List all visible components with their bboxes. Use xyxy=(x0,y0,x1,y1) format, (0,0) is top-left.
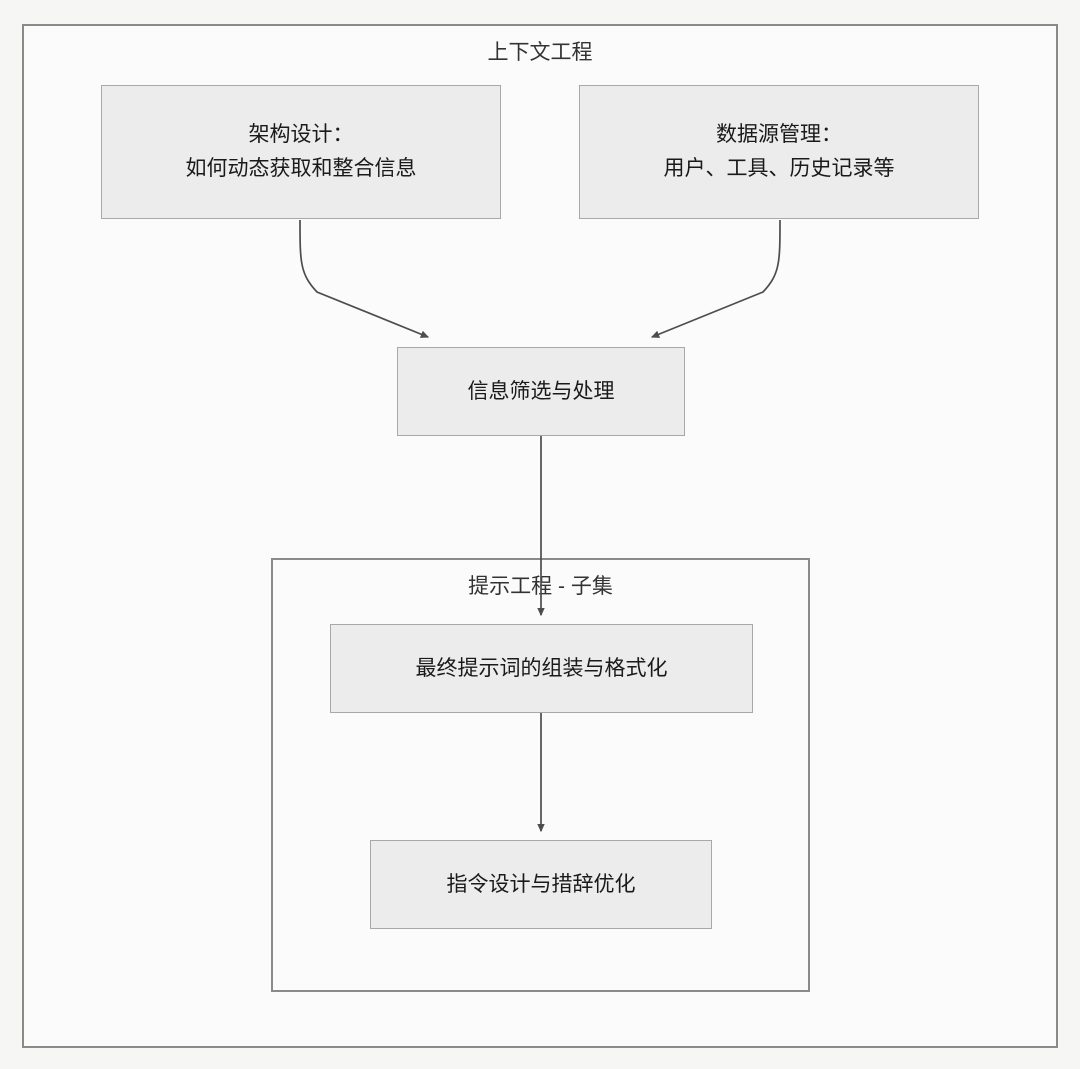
node-information-filtering[interactable]: 信息筛选与处理 xyxy=(397,347,685,436)
node-data-source-management-line-1: 数据源管理： xyxy=(716,123,842,146)
cluster-prompt-engineering-subset-title: 提示工程 - 子集 xyxy=(468,575,613,598)
node-instruction-design-wording-label: 指令设计与措辞优化 xyxy=(446,872,636,896)
node-instruction-design-wording[interactable]: 指令设计与措辞优化 xyxy=(370,840,712,929)
node-prompt-assembly-formatting[interactable]: 最终提示词的组装与格式化 xyxy=(330,624,753,713)
node-data-source-management-line-2: 用户、工具、历史记录等 xyxy=(663,157,895,180)
node-information-filtering-label: 信息筛选与处理 xyxy=(467,379,615,403)
node-architecture-design-line-2: 如何动态获取和整合信息 xyxy=(185,157,417,180)
node-architecture-design-line-1: 架构设计： xyxy=(248,123,354,146)
cluster-context-engineering-title: 上下文工程 xyxy=(487,41,593,64)
node-prompt-assembly-formatting-label: 最终提示词的组装与格式化 xyxy=(415,656,668,680)
node-architecture-design[interactable]: 架构设计： 如何动态获取和整合信息 xyxy=(101,85,501,219)
node-data-source-management[interactable]: 数据源管理： 用户、工具、历史记录等 xyxy=(579,85,979,219)
